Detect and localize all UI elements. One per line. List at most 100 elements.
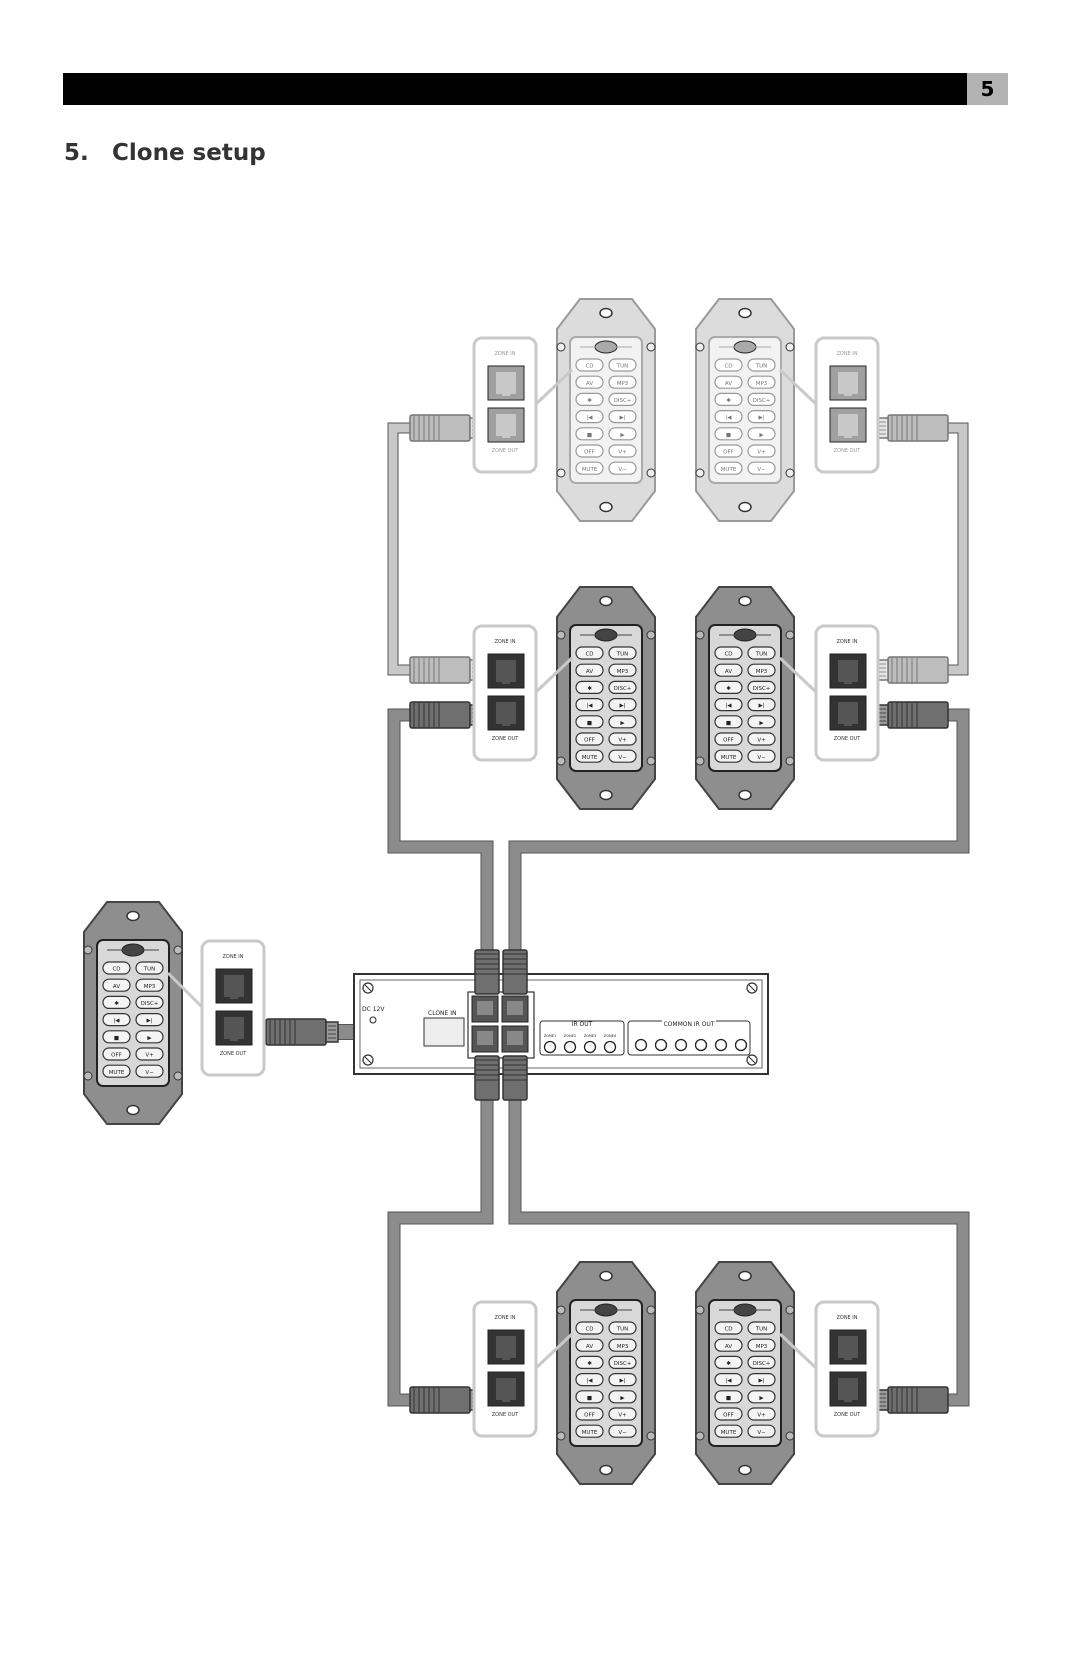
keypad-button: MP3 [608,1338,637,1352]
keypad-button-label: TUN [616,652,629,658]
ir-out-jack [583,1040,597,1054]
common-ir-out-label: COMMON IR OUT [663,1021,714,1028]
keypad-button-label: V+ [145,1053,154,1059]
keypad-button-label: DISC+ [614,398,632,404]
keypad-button: TUN [135,961,164,975]
keypad-button: V+ [747,444,776,458]
keypad-button: ✱ [714,1355,743,1370]
keypad-button: TUN [747,646,776,660]
rj45-plug [265,1018,339,1046]
keypad-button: V− [747,1424,776,1438]
keypad-button: |◀ [575,410,604,424]
section-number: 5. [64,140,89,166]
keypad-button-label: TUN [755,652,768,658]
keypad-button-label: MUTE [582,1430,598,1436]
keypad-button: ▶ [747,715,776,729]
zone-out-label: ZONE OUT [220,1051,247,1057]
keypad-button: |◀ [714,410,743,424]
screw [695,468,705,478]
keypad-button: |◀ [102,1012,131,1027]
keypad-button-label: CD [585,652,593,658]
rj45-jack [829,695,867,731]
rj45-plug [875,701,949,729]
keypad-button-label: MP3 [756,1344,768,1350]
keypad-button: ■ [575,715,604,729]
screw [556,342,566,352]
keypad-button: ▶ [135,1030,164,1044]
rj45-jack [487,365,525,401]
screw [83,1071,93,1081]
keypad-button: V− [747,749,776,763]
keypad-button: ■ [575,1390,604,1404]
keypad-button-label: ■ [726,432,731,438]
keypad-button: MP3 [747,375,776,389]
keypad-button: V− [608,749,637,763]
cable [509,709,969,960]
screw-hole [599,789,613,801]
rj45-plug [474,1055,500,1101]
screw [695,630,705,640]
keypad-button: MUTE [102,1064,131,1078]
keypad-button-label: V+ [618,1413,627,1419]
keypad-button: ▶ [608,427,637,441]
keypad-button-label: V− [618,467,627,473]
keypad-button: CD [102,961,131,975]
keypad-button: ▶| [135,1012,164,1027]
rj45-plug [502,949,528,995]
keypad-button: AV [575,1338,604,1352]
keypad-button-label: ▶ [759,1395,764,1401]
dc-jack-icon [369,1016,377,1024]
dc-power-label: DC 12V [362,1006,385,1013]
keypad-button: |◀ [575,1372,604,1387]
cable [388,423,418,675]
keypad-button-label: ▶ [620,432,625,438]
rj45-jack [829,653,867,689]
keypad-button: AV [575,375,604,389]
screw-hole [126,910,140,922]
keypad-button: V+ [747,1407,776,1421]
keypad-button: AV [714,663,743,677]
screw [785,468,795,478]
screw [646,1305,656,1315]
jack-panel: ZONE IN ZONE OUT [778,336,880,474]
keypad-button: MUTE [714,749,743,763]
keypad-button-label: |◀ [113,1018,120,1024]
rj45-plug [409,414,483,442]
keypad-button-label: TUN [616,1327,629,1333]
keypad-button-label: ▶ [620,720,625,726]
screw-hole [599,307,613,319]
screw [646,468,656,478]
screw [646,630,656,640]
common-ir-out-jack [714,1038,728,1052]
screw-hole [738,1464,752,1476]
keypad-button: DISC+ [608,392,637,406]
keypad-button-label: ■ [587,432,592,438]
rj45-jack [215,1010,253,1046]
keypad-button: ▶| [608,1372,637,1387]
keypad-button-label: MP3 [617,381,629,387]
zone-out-label: ZONE OUT [834,448,861,454]
keypad-button-label: MUTE [109,1070,125,1076]
keypad-button-label: AV [725,669,732,675]
ir-zone-label: ZONE4 [604,1034,617,1038]
keypad-button-label: ▶| [619,415,625,421]
keypad-button-label: ✱ [587,397,592,404]
zone-in-label: ZONE IN [836,351,857,357]
keypad-button-label: AV [586,381,593,387]
keypad-button: AV [714,1338,743,1352]
keypad-button-label: ✱ [726,1360,731,1367]
screw [556,1305,566,1315]
ir-out-jack [603,1040,617,1054]
keypad-button-label: TUN [755,364,768,370]
keypad-button-label: MUTE [721,755,737,761]
keypad-button: ▶| [608,697,637,712]
screw [785,756,795,766]
keypad-button-label: ✱ [587,1360,592,1367]
keypad-button: ▶ [608,715,637,729]
keypad-button: OFF [575,732,604,746]
